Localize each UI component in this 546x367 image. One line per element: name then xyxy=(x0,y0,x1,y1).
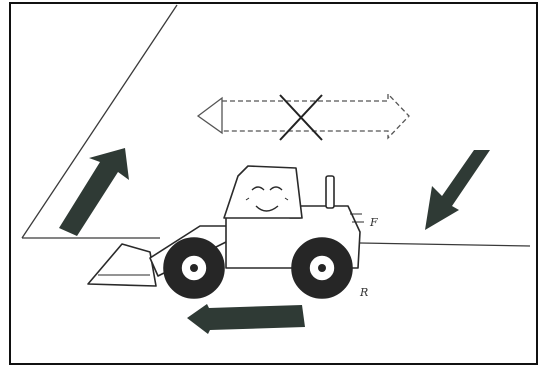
rear-marker-label: R xyxy=(359,286,368,299)
front-marker-label: F xyxy=(369,216,378,229)
exhaust-stack xyxy=(326,176,334,208)
